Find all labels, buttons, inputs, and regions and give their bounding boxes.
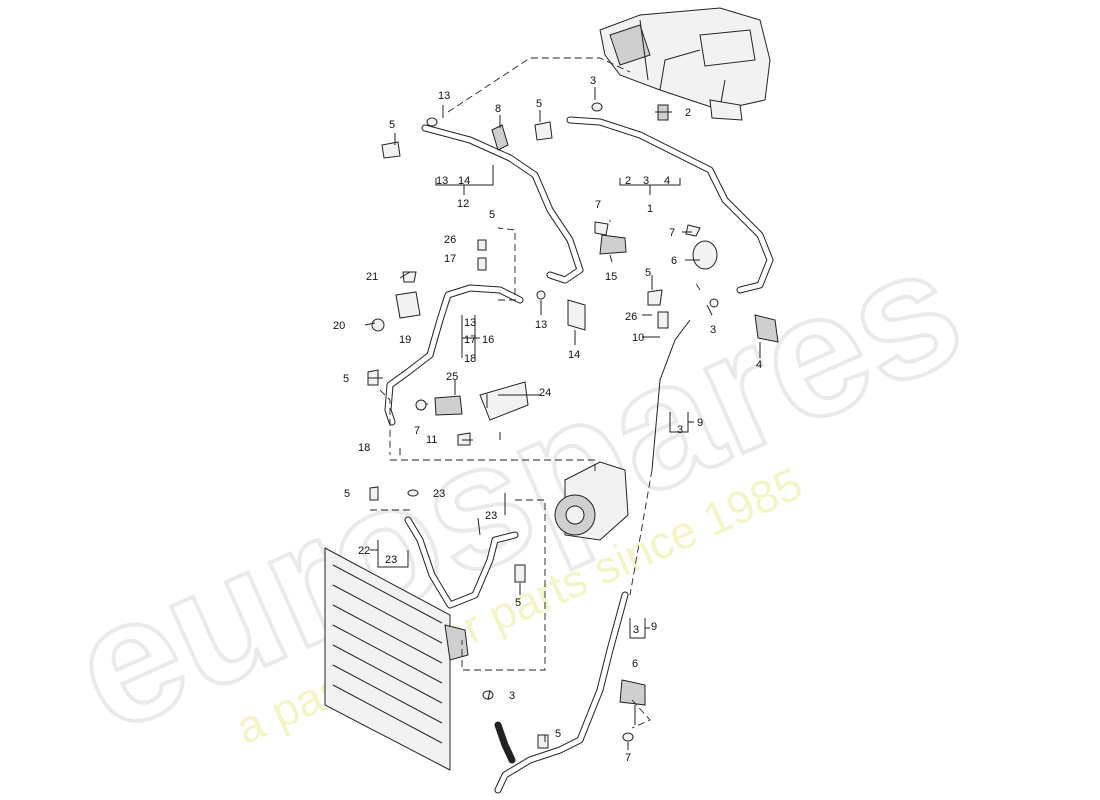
callout-26: 26 — [444, 234, 456, 246]
watermark: eurospares a passion for parts since 198… — [44, 206, 989, 772]
watermark-brand: eurospares — [46, 208, 987, 770]
callout-20: 20 — [333, 320, 345, 332]
callout-7: 7 — [595, 199, 601, 211]
callout-5: 5 — [489, 209, 495, 221]
callout-17: 17 — [444, 253, 456, 265]
callout-13: 13 — [464, 317, 476, 329]
callout-23: 23 — [485, 510, 497, 522]
callout-17: 17 — [464, 334, 476, 346]
callout-3: 3 — [643, 175, 649, 187]
callout-14: 14 — [458, 175, 470, 187]
callout-9: 9 — [651, 621, 657, 633]
callout-24: 24 — [539, 387, 551, 399]
callout-7: 7 — [669, 227, 675, 239]
callout-5: 5 — [343, 373, 349, 385]
callout-18: 18 — [464, 353, 476, 365]
callout-7: 7 — [414, 425, 420, 437]
callout-22: 22 — [358, 545, 370, 557]
callout-5: 5 — [645, 267, 651, 279]
callout-8: 8 — [495, 103, 501, 115]
callout-13: 13 — [438, 90, 450, 102]
callout-4: 4 — [664, 175, 670, 187]
callout-4: 4 — [756, 359, 762, 371]
callout-5: 5 — [515, 597, 521, 609]
callout-16: 16 — [482, 334, 494, 346]
callout-13: 13 — [535, 319, 547, 331]
callout-10: 10 — [632, 332, 644, 344]
callout-5: 5 — [344, 488, 350, 500]
callout-3: 3 — [590, 75, 596, 87]
callout-26: 26 — [625, 311, 637, 323]
callout-7: 7 — [625, 752, 631, 764]
callout-14: 14 — [568, 349, 580, 361]
callout-3: 3 — [677, 424, 683, 436]
callout-12: 12 — [457, 198, 469, 210]
callout-21: 21 — [366, 271, 378, 283]
callout-1: 1 — [647, 203, 653, 215]
callout-3: 3 — [633, 624, 639, 636]
callout-15: 15 — [605, 271, 617, 283]
callout-13: 13 — [436, 175, 448, 187]
callout-2: 2 — [625, 175, 631, 187]
callout-18: 18 — [358, 442, 370, 454]
callout-3: 3 — [710, 324, 716, 336]
callout-3: 3 — [509, 690, 515, 702]
callout-6: 6 — [632, 658, 638, 670]
callout-25: 25 — [446, 371, 458, 383]
leader-lines — [364, 57, 761, 750]
callout-23: 23 — [433, 488, 445, 500]
evaporator-housing — [599, 7, 771, 121]
callout-labels: 13 8 5 5 3 2 13 14 12 2 3 4 1 5 7 7 26 1… — [333, 75, 762, 764]
refrigerant-lines — [384, 116, 774, 794]
callout-23: 23 — [385, 554, 397, 566]
callout-2: 2 — [685, 107, 691, 119]
compressor — [554, 461, 629, 541]
callout-9: 9 — [697, 417, 703, 429]
callout-6: 6 — [671, 255, 677, 267]
callout-19: 19 — [399, 334, 411, 346]
callout-11: 11 — [426, 434, 437, 446]
callout-5: 5 — [536, 98, 542, 110]
callout-5: 5 — [389, 119, 395, 131]
callout-5: 5 — [555, 728, 561, 740]
